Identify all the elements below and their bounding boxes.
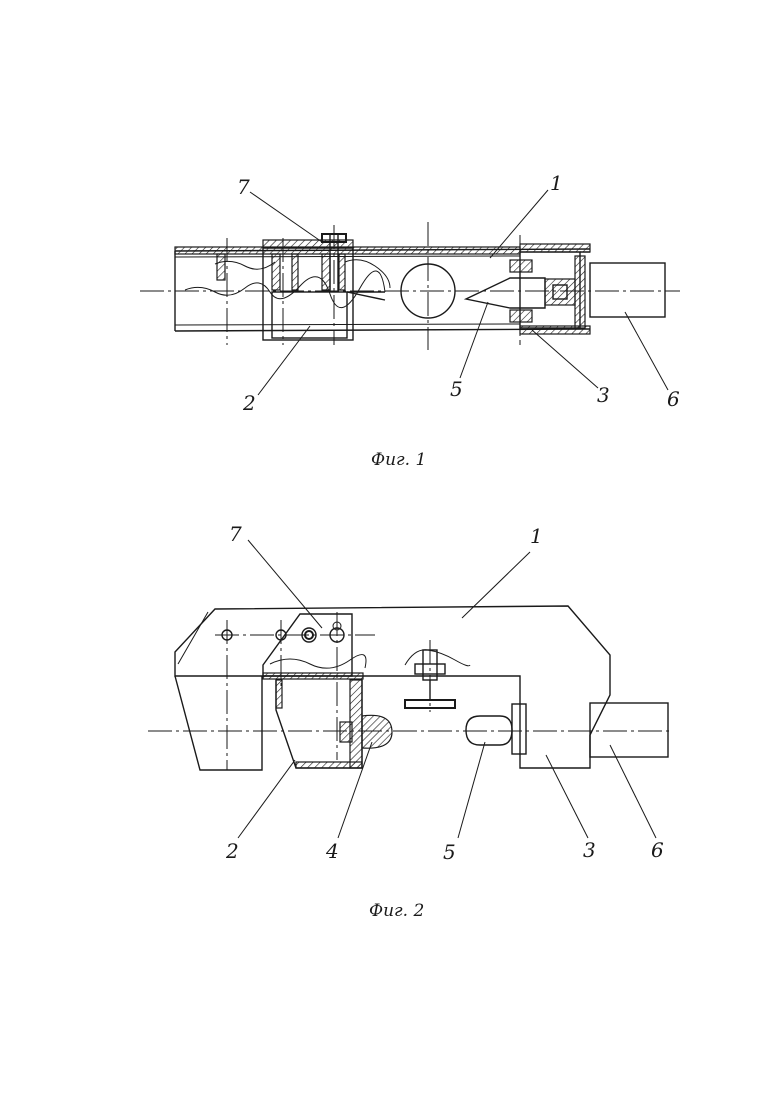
figure-1: 7 1 2 5 3 6 Фиг. 1	[140, 171, 680, 470]
fig2-label-3: 3	[583, 838, 596, 862]
fig1-label-6: 6	[667, 387, 680, 411]
fig2-label-7: 7	[229, 522, 242, 546]
fig2-label-4: 4	[325, 839, 339, 863]
fig2-label-2: 2	[225, 839, 239, 863]
clamp-2-fig2	[276, 680, 362, 768]
fig2-label-6: 6	[651, 838, 664, 862]
adjusting-bolt	[405, 650, 470, 708]
body-1	[175, 606, 610, 768]
stop-4	[362, 715, 392, 748]
drive-6	[590, 263, 665, 317]
fig1-caption: Фиг. 1	[371, 450, 426, 470]
holder-3-fig2	[512, 704, 526, 754]
fig2-caption: Фиг. 2	[369, 901, 424, 921]
fig1-label-5: 5	[450, 377, 463, 401]
fig1-label-1: 1	[550, 171, 563, 195]
figure-2: 7 1 2 4 5 3 6 Фиг. 2	[148, 522, 672, 921]
fig2-label-5: 5	[443, 840, 456, 864]
fig1-label-3: 3	[597, 383, 610, 407]
fig1-label-2: 2	[242, 391, 256, 415]
fig1-label-7: 7	[237, 175, 250, 199]
fig2-label-1: 1	[530, 524, 543, 548]
